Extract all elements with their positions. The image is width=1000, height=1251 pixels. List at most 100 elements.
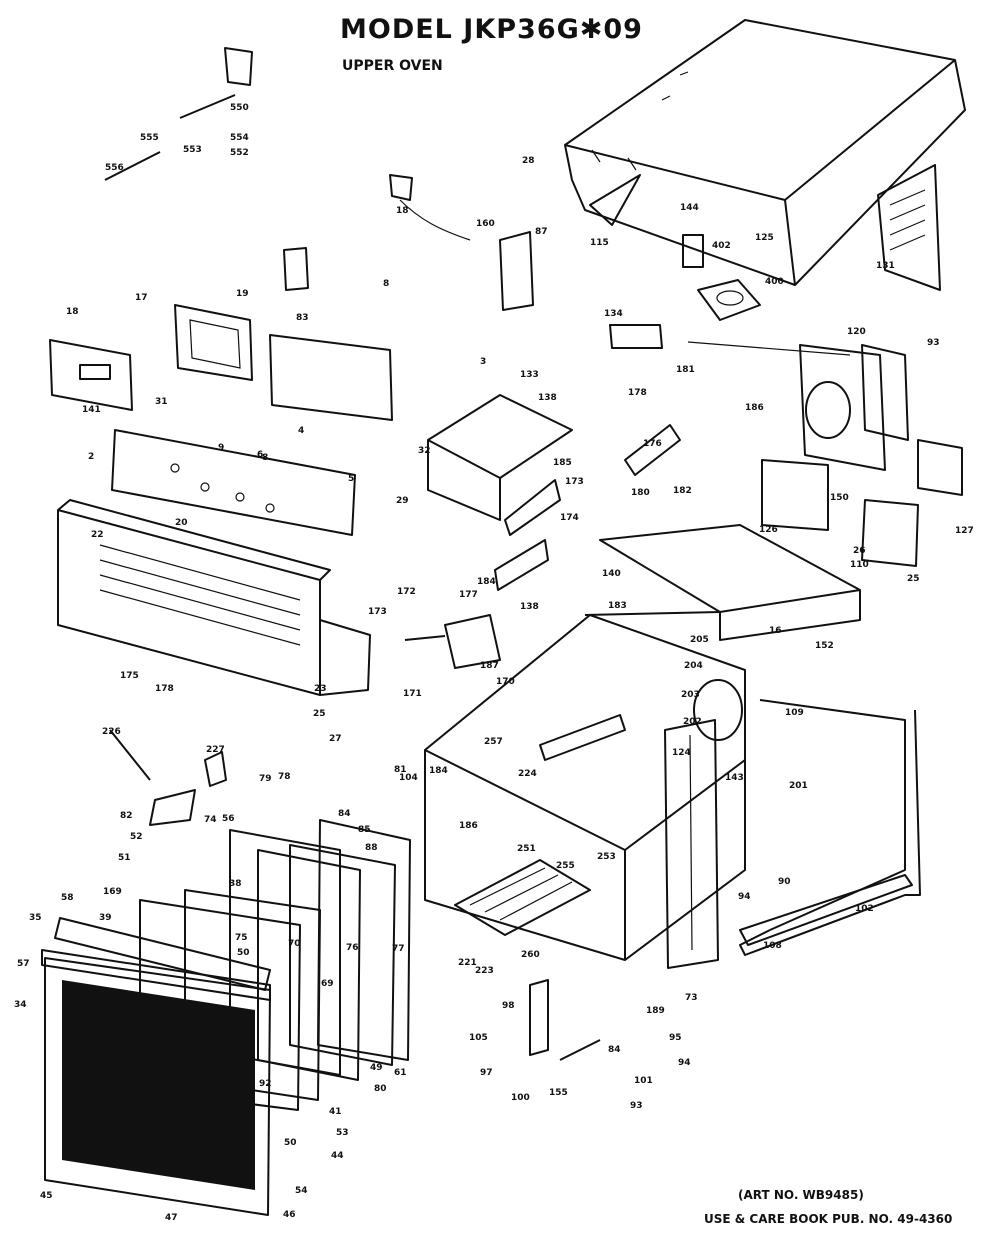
callout-178: 178 <box>155 684 174 694</box>
callout-80: 80 <box>374 1084 387 1094</box>
callout-187: 187 <box>480 661 499 671</box>
callout-42: 42 <box>80 992 93 1002</box>
publication-number: USE & CARE BOOK PUB. NO. 49-4360 <box>704 1212 953 1226</box>
callout-17: 17 <box>135 293 148 303</box>
callout-131: 131 <box>876 261 895 271</box>
callout-88: 88 <box>365 843 378 853</box>
callout-5: 5 <box>348 474 354 484</box>
callout-78: 78 <box>278 772 291 782</box>
callout-182: 182 <box>673 486 692 496</box>
callout-2: 2 <box>88 452 94 462</box>
callout-45: 45 <box>40 1191 53 1201</box>
callout-171: 171 <box>403 689 422 699</box>
callout-144: 144 <box>680 203 699 213</box>
callout-174: 174 <box>560 513 579 523</box>
callout-100: 100 <box>511 1093 530 1103</box>
callout-185: 185 <box>553 458 572 468</box>
callout-176: 176 <box>643 439 662 449</box>
callout-93: 93 <box>927 338 940 348</box>
callout-87: 87 <box>535 227 548 237</box>
callout-34: 34 <box>14 1000 27 1010</box>
callout-38: 38 <box>229 879 242 889</box>
callout-138: 138 <box>520 602 539 612</box>
callout-28: 28 <box>522 156 535 166</box>
callout-82: 82 <box>120 811 133 821</box>
callout-181: 181 <box>676 365 695 375</box>
callout-57: 57 <box>17 959 30 969</box>
callout-52: 52 <box>130 832 143 842</box>
callout-85: 85 <box>358 825 371 835</box>
callout-221: 221 <box>458 958 477 968</box>
callout-54: 54 <box>295 1186 308 1196</box>
callout-31: 31 <box>155 397 168 407</box>
callout-19: 19 <box>236 289 249 299</box>
callout-3: 3 <box>480 357 486 367</box>
callout-83: 83 <box>296 313 309 323</box>
callout-74: 74 <box>204 815 217 825</box>
callout-227: 227 <box>206 745 225 755</box>
callout-554: 554 <box>230 133 249 143</box>
callout-155: 155 <box>549 1088 568 1098</box>
callout-53: 53 <box>336 1128 349 1138</box>
callout-90: 90 <box>778 877 791 887</box>
callout-400: 400 <box>765 277 784 287</box>
callout-49: 49 <box>370 1063 383 1073</box>
callout-120: 120 <box>847 327 866 337</box>
callout-95: 95 <box>669 1033 682 1043</box>
parts-line-art <box>41 19 966 1216</box>
callout-556: 556 <box>105 163 124 173</box>
callout-175: 175 <box>120 671 139 681</box>
callout-25: 25 <box>313 709 326 719</box>
callout-92: 92 <box>259 1079 272 1089</box>
callout-25: 25 <box>907 574 920 584</box>
callout-143: 143 <box>725 773 744 783</box>
callout-124: 124 <box>672 748 691 758</box>
callout-102: 102 <box>855 904 874 914</box>
art-number: (ART NO. WB9485) <box>738 1188 864 1202</box>
diagram-subtitle: UPPER OVEN <box>342 58 443 74</box>
callout-253: 253 <box>597 852 616 862</box>
callout-56: 56 <box>222 814 235 824</box>
callout-46: 46 <box>283 1210 296 1220</box>
callout-555: 555 <box>140 133 159 143</box>
callout-41: 41 <box>329 1107 342 1117</box>
callout-27: 27 <box>329 734 342 744</box>
callout-138: 138 <box>538 393 557 403</box>
callout-43: 43 <box>230 1174 243 1184</box>
callout-150: 150 <box>830 493 849 503</box>
callout-32: 32 <box>418 446 431 456</box>
callout-22: 22 <box>91 530 104 540</box>
callout-48: 48 <box>111 1012 124 1022</box>
callout-260: 260 <box>521 950 540 960</box>
callout-84: 84 <box>608 1045 621 1055</box>
callout-186: 186 <box>745 403 764 413</box>
callout-226: 226 <box>102 727 121 737</box>
callout-173: 173 <box>565 477 584 487</box>
callout-8: 8 <box>383 279 389 289</box>
callout-140: 140 <box>602 569 621 579</box>
callout-125: 125 <box>755 233 774 243</box>
callout-184: 184 <box>477 577 496 587</box>
callout-94: 94 <box>678 1058 691 1068</box>
callout-550: 550 <box>230 103 249 113</box>
callout-50: 50 <box>237 948 250 958</box>
callout-18: 18 <box>66 307 79 317</box>
callout-189: 189 <box>646 1006 665 1016</box>
callout-97: 97 <box>480 1068 493 1078</box>
callout-133: 133 <box>520 370 539 380</box>
callout-39: 39 <box>99 913 112 923</box>
callout-93: 93 <box>630 1101 643 1111</box>
callout-51: 51 <box>118 853 131 863</box>
callout-8: 8 <box>262 453 268 463</box>
callout-94: 94 <box>738 892 751 902</box>
callout-152: 152 <box>815 641 834 651</box>
callout-178: 178 <box>628 388 647 398</box>
callout-257: 257 <box>484 737 503 747</box>
callout-6: 6 <box>257 450 263 460</box>
callout-115: 115 <box>590 238 609 248</box>
callout-402: 402 <box>712 241 731 251</box>
callout-204: 204 <box>684 661 703 671</box>
callout-26: 26 <box>853 546 866 556</box>
